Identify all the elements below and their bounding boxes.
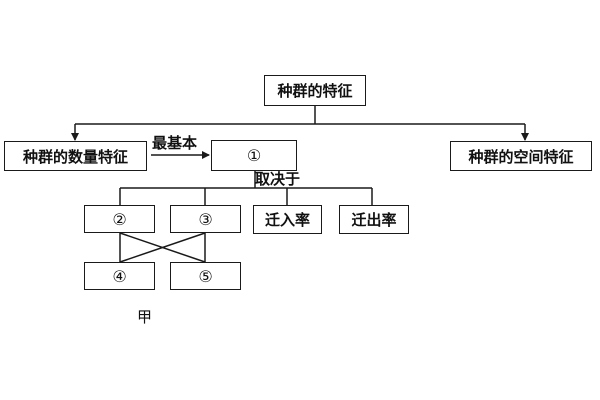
quantity-box: 种群的数量特征	[4, 141, 147, 171]
immigration-label: 迁入率	[264, 211, 310, 229]
circle4-box: ④	[84, 262, 155, 290]
circle3-box: ③	[170, 205, 241, 233]
spatial-box: 种群的空间特征	[450, 141, 592, 171]
emigration-box: 迁出率	[339, 205, 409, 234]
root-label: 种群的特征	[277, 82, 353, 100]
spatial-label: 种群的空间特征	[468, 147, 574, 166]
cross-3-to-4	[119, 232, 206, 263]
circle2-label: ②	[112, 209, 127, 229]
most-basic-label: 最基本	[152, 134, 198, 152]
circle1-box: ①	[211, 140, 297, 171]
immigration-box: 迁入率	[253, 205, 322, 234]
circle5-label: ⑤	[198, 266, 213, 286]
circle3-label: ③	[198, 209, 213, 229]
circle5-box: ⑤	[170, 262, 241, 290]
circle2-box: ②	[84, 205, 155, 233]
emigration-label: 迁出率	[351, 211, 397, 229]
circle1-label: ①	[246, 146, 262, 165]
circle4-label: ④	[112, 266, 127, 286]
root-box: 种群的特征	[264, 75, 366, 106]
depends-on-label: 取决于	[255, 170, 301, 188]
quantity-label: 种群的数量特征	[22, 147, 128, 166]
jia-label: 甲	[137, 308, 153, 326]
